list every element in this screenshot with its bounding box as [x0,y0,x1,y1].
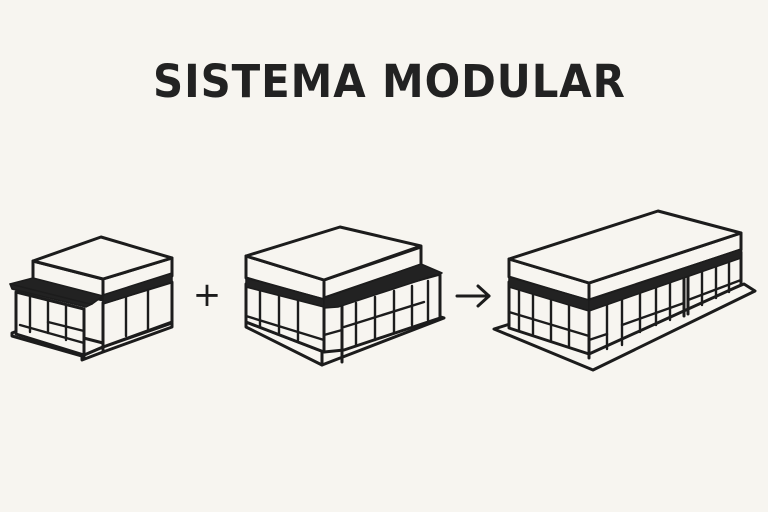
building-module-combined [492,209,757,372]
building-module-a [9,235,174,362]
page-title: SISTEMA MODULAR [153,55,626,108]
arrow-operator [455,284,491,308]
plus-operator: + [193,275,222,315]
building-module-b [244,225,446,367]
